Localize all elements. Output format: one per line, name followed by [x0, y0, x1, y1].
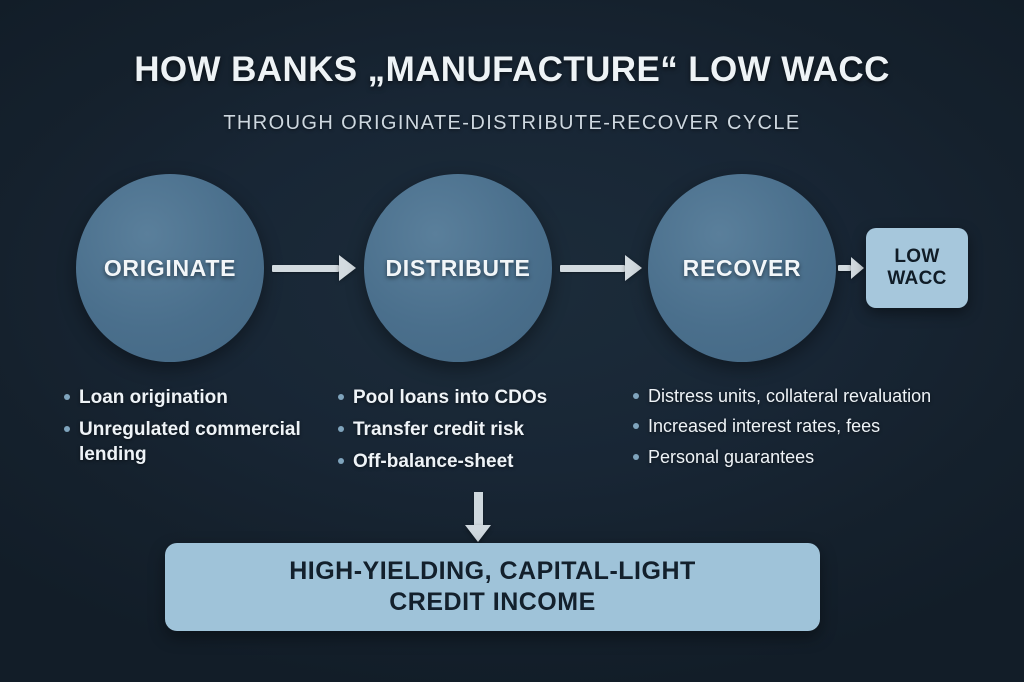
list-item-label: Increased interest rates, fees [648, 416, 881, 437]
list-item-label: Loan origination [79, 387, 228, 408]
page-title: HOW BANKS „MANUFACTURE“ LOW WACC [134, 50, 890, 89]
bullet-list-distribute: Pool loans into CDOs Transfer credit ris… [338, 385, 618, 481]
bullet-dot-icon [338, 458, 344, 465]
bullet-dot-icon [633, 393, 639, 399]
list-item: Off-balance-sheet [338, 449, 618, 474]
outcome-banner-line2: CREDIT INCOME [389, 588, 596, 616]
arrow-originate-to-distribute [272, 255, 356, 281]
result-chip-line1: LOW [894, 245, 940, 267]
list-item: Transfer credit risk [338, 417, 618, 442]
bullet-dot-icon [338, 394, 344, 400]
arrow-head-icon [851, 257, 864, 279]
arrow-recover-to-low-wacc [838, 256, 864, 280]
list-item-label: Off-balance-sheet [353, 451, 514, 473]
list-item-label: Personal guarantees [648, 446, 815, 467]
arrow-down-to-outcome [465, 492, 491, 542]
arrow-shaft [473, 492, 483, 525]
bullet-list-recover: Distress units, collateral revaluation I… [633, 385, 1015, 476]
stage-circle-recover[interactable]: RECOVER [648, 174, 836, 362]
arrow-head-icon [339, 255, 356, 281]
bullet-dot-icon [633, 423, 639, 430]
outcome-banner[interactable]: HIGH-YIELDING, CAPITAL-LIGHT CREDIT INCO… [165, 543, 820, 631]
list-item-label: Transfer credit risk [353, 419, 525, 441]
arrow-shaft [560, 264, 625, 272]
list-item: Loan origination [64, 385, 329, 410]
outcome-banner-line1: HIGH-YIELDING, CAPITAL-LIGHT [289, 556, 696, 585]
list-item: Personal guarantees [633, 446, 1015, 469]
arrow-distribute-to-recover [560, 255, 642, 281]
arrow-shaft [838, 265, 851, 271]
list-item: Increased interest rates, fees [633, 415, 1015, 438]
result-chip-line2: WACC [887, 268, 947, 289]
stage-circle-distribute[interactable]: DISTRIBUTE [364, 174, 552, 362]
arrow-head-icon [625, 255, 642, 281]
arrow-head-icon [465, 525, 491, 542]
bullet-dot-icon [338, 426, 344, 433]
list-item: Distress units, collateral revaluation [633, 385, 1015, 408]
list-item-label: Distress units, collateral revaluation [648, 386, 932, 406]
stage-label-recover: RECOVER [682, 254, 802, 281]
stage-label-originate: ORIGINATE [103, 254, 237, 281]
list-item-label: Pool loans into CDOs [353, 387, 548, 408]
arrow-shaft [272, 264, 339, 272]
list-item: Unregulated commercial lending [64, 417, 329, 467]
list-item: Pool loans into CDOs [338, 385, 618, 410]
result-chip-low-wacc[interactable]: LOW WACC [866, 228, 968, 308]
bullet-dot-icon [64, 394, 70, 400]
bullet-dot-icon [633, 453, 639, 460]
page-subtitle: THROUGH ORIGINATE-DISTRIBUTE-RECOVER CYC… [223, 112, 801, 134]
stage-label-distribute: DISTRIBUTE [385, 254, 531, 281]
stage-circle-originate[interactable]: ORIGINATE [76, 174, 264, 362]
bullet-dot-icon [64, 426, 70, 433]
list-item-label: Unregulated commercial lending [79, 419, 301, 466]
bullet-list-originate: Loan origination Unregulated commercial … [64, 385, 329, 474]
